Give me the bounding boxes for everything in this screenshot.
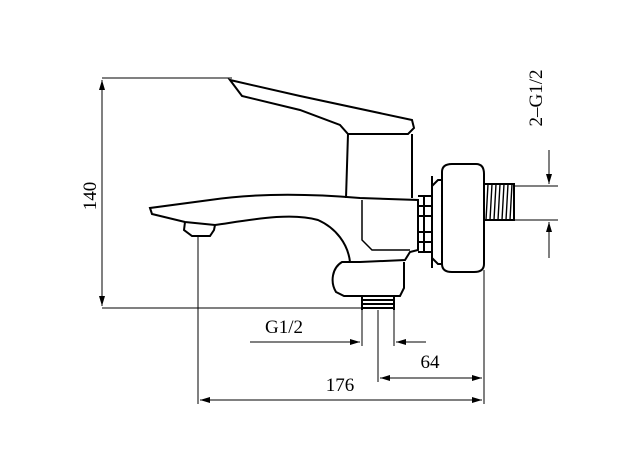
- spout: [148, 193, 419, 263]
- lever-handle: [227, 78, 416, 135]
- outlet-thread: [361, 296, 395, 310]
- dimension-inlet-label: 2–G1/2: [526, 70, 547, 127]
- dimension-offset: [377, 270, 485, 382]
- dimension-offset-label: 64: [421, 352, 441, 373]
- eccentric-connector: [431, 163, 485, 273]
- dimension-length-label: 176: [326, 375, 355, 396]
- dimension-height-label: 140: [80, 182, 101, 211]
- dimension-height: [99, 77, 362, 309]
- inlet-thread: [484, 183, 515, 221]
- dimension-outlet: [250, 310, 426, 346]
- hex-nut: [418, 195, 433, 253]
- dimension-outlet-label: G1/2: [265, 317, 303, 338]
- inlet-thread-hatch: [485, 183, 513, 221]
- aerator: [182, 221, 216, 237]
- dimension-length: [197, 236, 485, 404]
- dimension-inlet: [514, 150, 558, 258]
- diverter-knob: [331, 261, 405, 297]
- faucet-outline: [148, 78, 515, 310]
- cartridge-body: [345, 133, 413, 199]
